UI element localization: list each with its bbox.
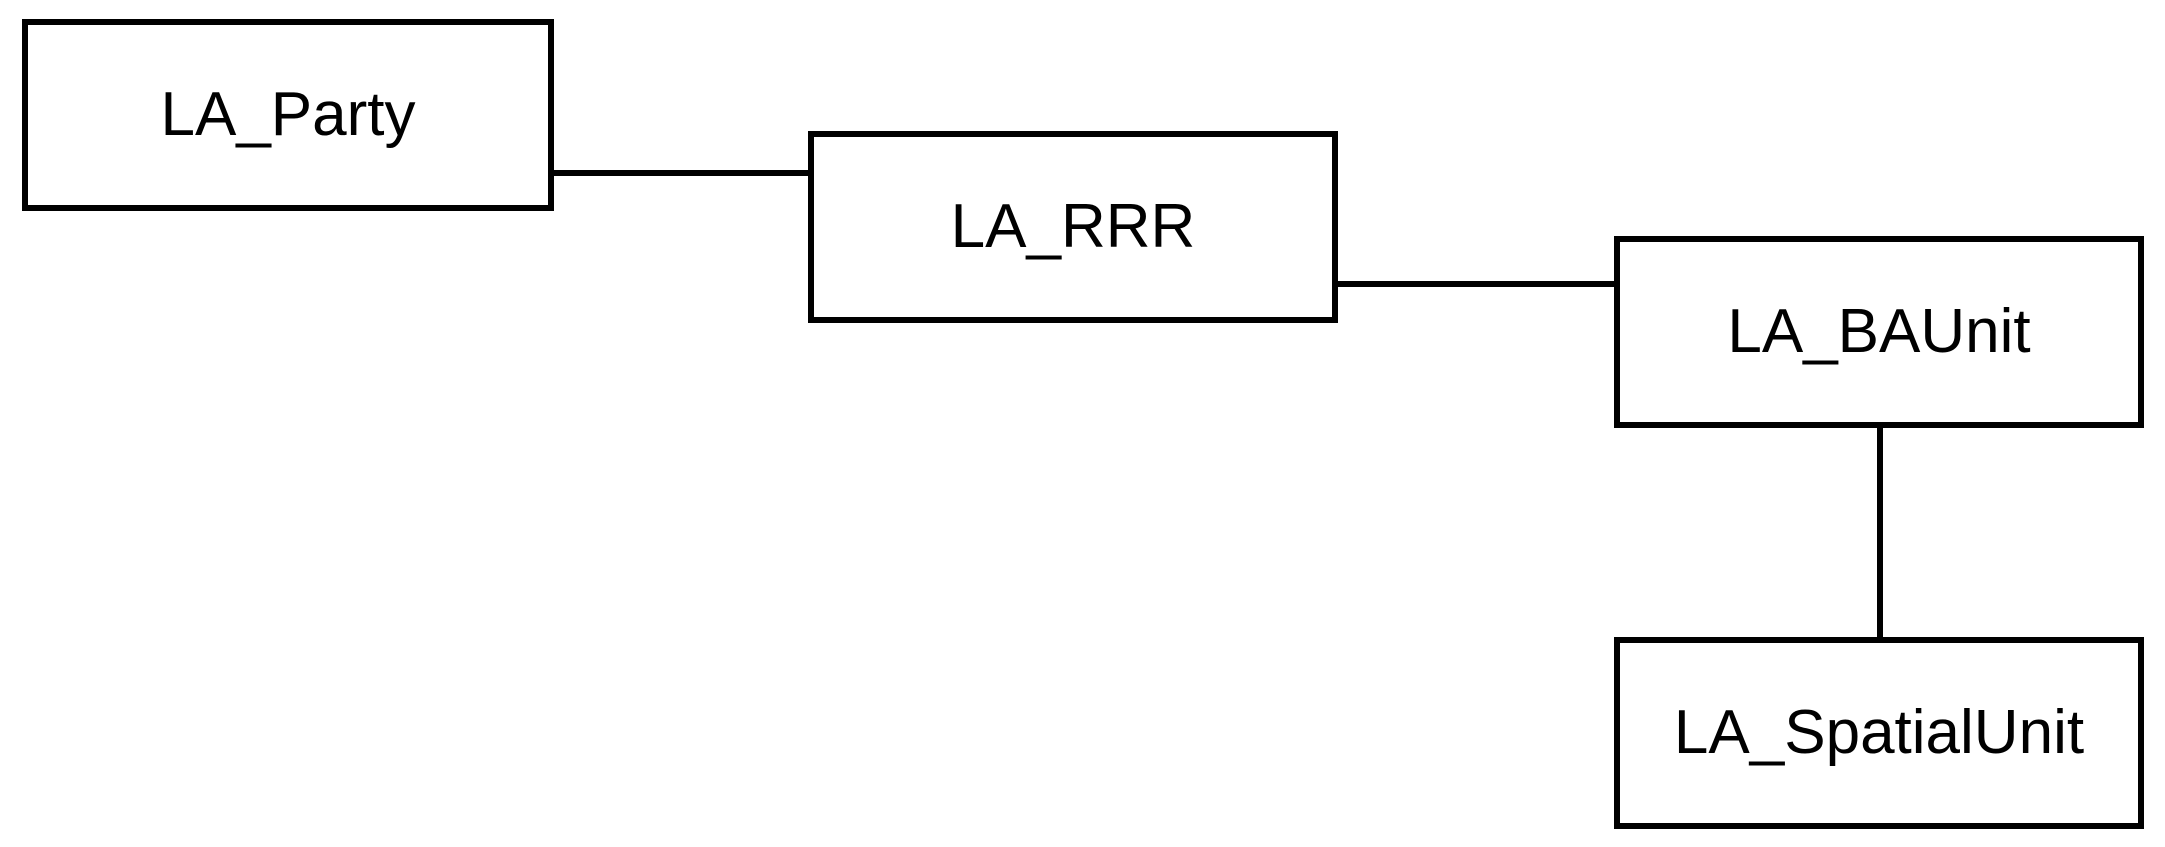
node-label-la-baunit: LA_BAUnit [1727,297,2031,366]
node-label-la-spatialunit: LA_SpatialUnit [1673,698,2085,767]
node-label-la-rrr: LA_RRR [950,192,1196,261]
node-la-spatialunit: LA_SpatialUnit [1614,637,2144,829]
node-la-rrr: LA_RRR [808,131,1338,323]
node-la-baunit: LA_BAUnit [1614,236,2144,428]
edge-party-to-rrr [551,170,811,176]
edge-rrr-to-baunit [1335,281,1617,287]
node-la-party: LA_Party [22,19,554,211]
node-label-la-party: LA_Party [160,80,416,149]
edge-baunit-to-spatialunit [1877,425,1883,640]
